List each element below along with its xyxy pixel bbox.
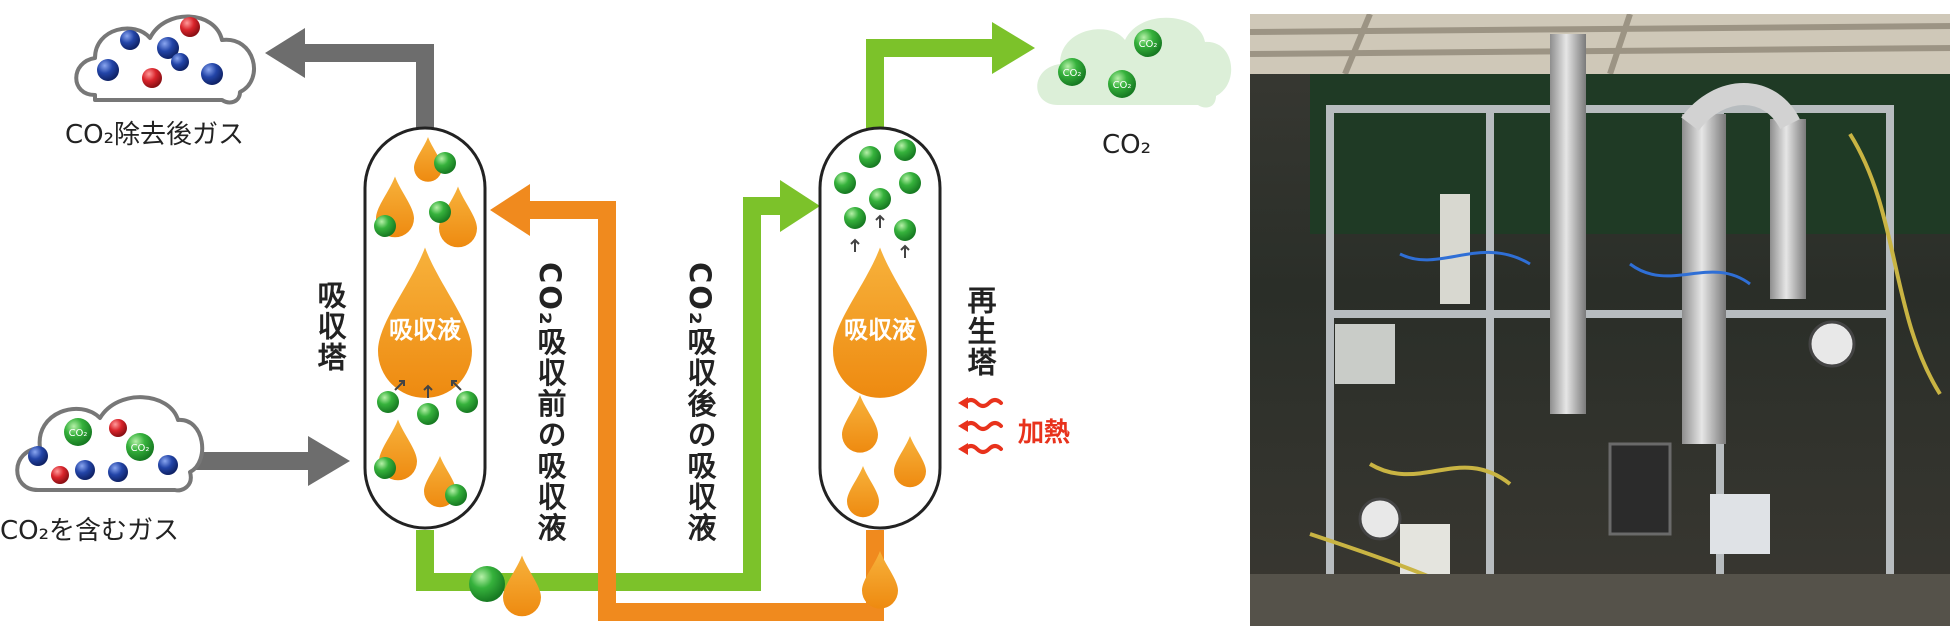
molecule-text: CO₂ — [131, 443, 150, 454]
absorber-column — [363, 126, 487, 530]
absorber-solution-label: 吸収液 — [389, 316, 461, 344]
co2-release-flow — [866, 22, 1035, 132]
regenerator-solution-label: 吸収液 — [844, 316, 916, 344]
inlet-gas-label: CO₂を含むガス — [0, 516, 180, 546]
regenerator-label: 再生塔 — [963, 285, 997, 378]
inlet-gas-cloud: CO₂ CO₂ — [15, 395, 205, 493]
absorber-label: 吸収塔 — [313, 280, 347, 373]
regenerator-column — [818, 126, 942, 530]
heat-label: 加熱 — [1018, 418, 1071, 448]
lean-solution-label: CO₂吸収前の吸収液 — [533, 262, 567, 544]
clean-gas-label: CO₂除去後ガス — [65, 120, 245, 150]
molecule-text: CO₂ — [1113, 80, 1132, 91]
rich-solution-flow — [416, 180, 820, 591]
molecule-text: CO₂ — [1139, 39, 1158, 50]
co2-capture-diagram: CO₂ CO₂ CO₂ CO₂ CO₂ 吸収液 吸収液 — [15, 14, 1232, 621]
pipe-green-ball — [469, 566, 505, 602]
molecule-text: CO₂ — [1063, 68, 1082, 79]
pipe-droplet — [503, 555, 541, 617]
clean-gas-cloud — [74, 14, 256, 105]
rich-solution-label: CO₂吸収後の吸収液 — [683, 262, 717, 544]
heat-waves-icon — [958, 397, 1003, 455]
co2-cloud: CO₂ CO₂ CO₂ — [1037, 17, 1232, 108]
equipment-photo — [1250, 14, 1950, 626]
inlet-gas-arrow — [185, 436, 350, 486]
co2-output-label: CO₂ — [1102, 130, 1152, 160]
molecule-text: CO₂ — [69, 428, 88, 439]
clean-gas-arrow — [265, 28, 434, 132]
